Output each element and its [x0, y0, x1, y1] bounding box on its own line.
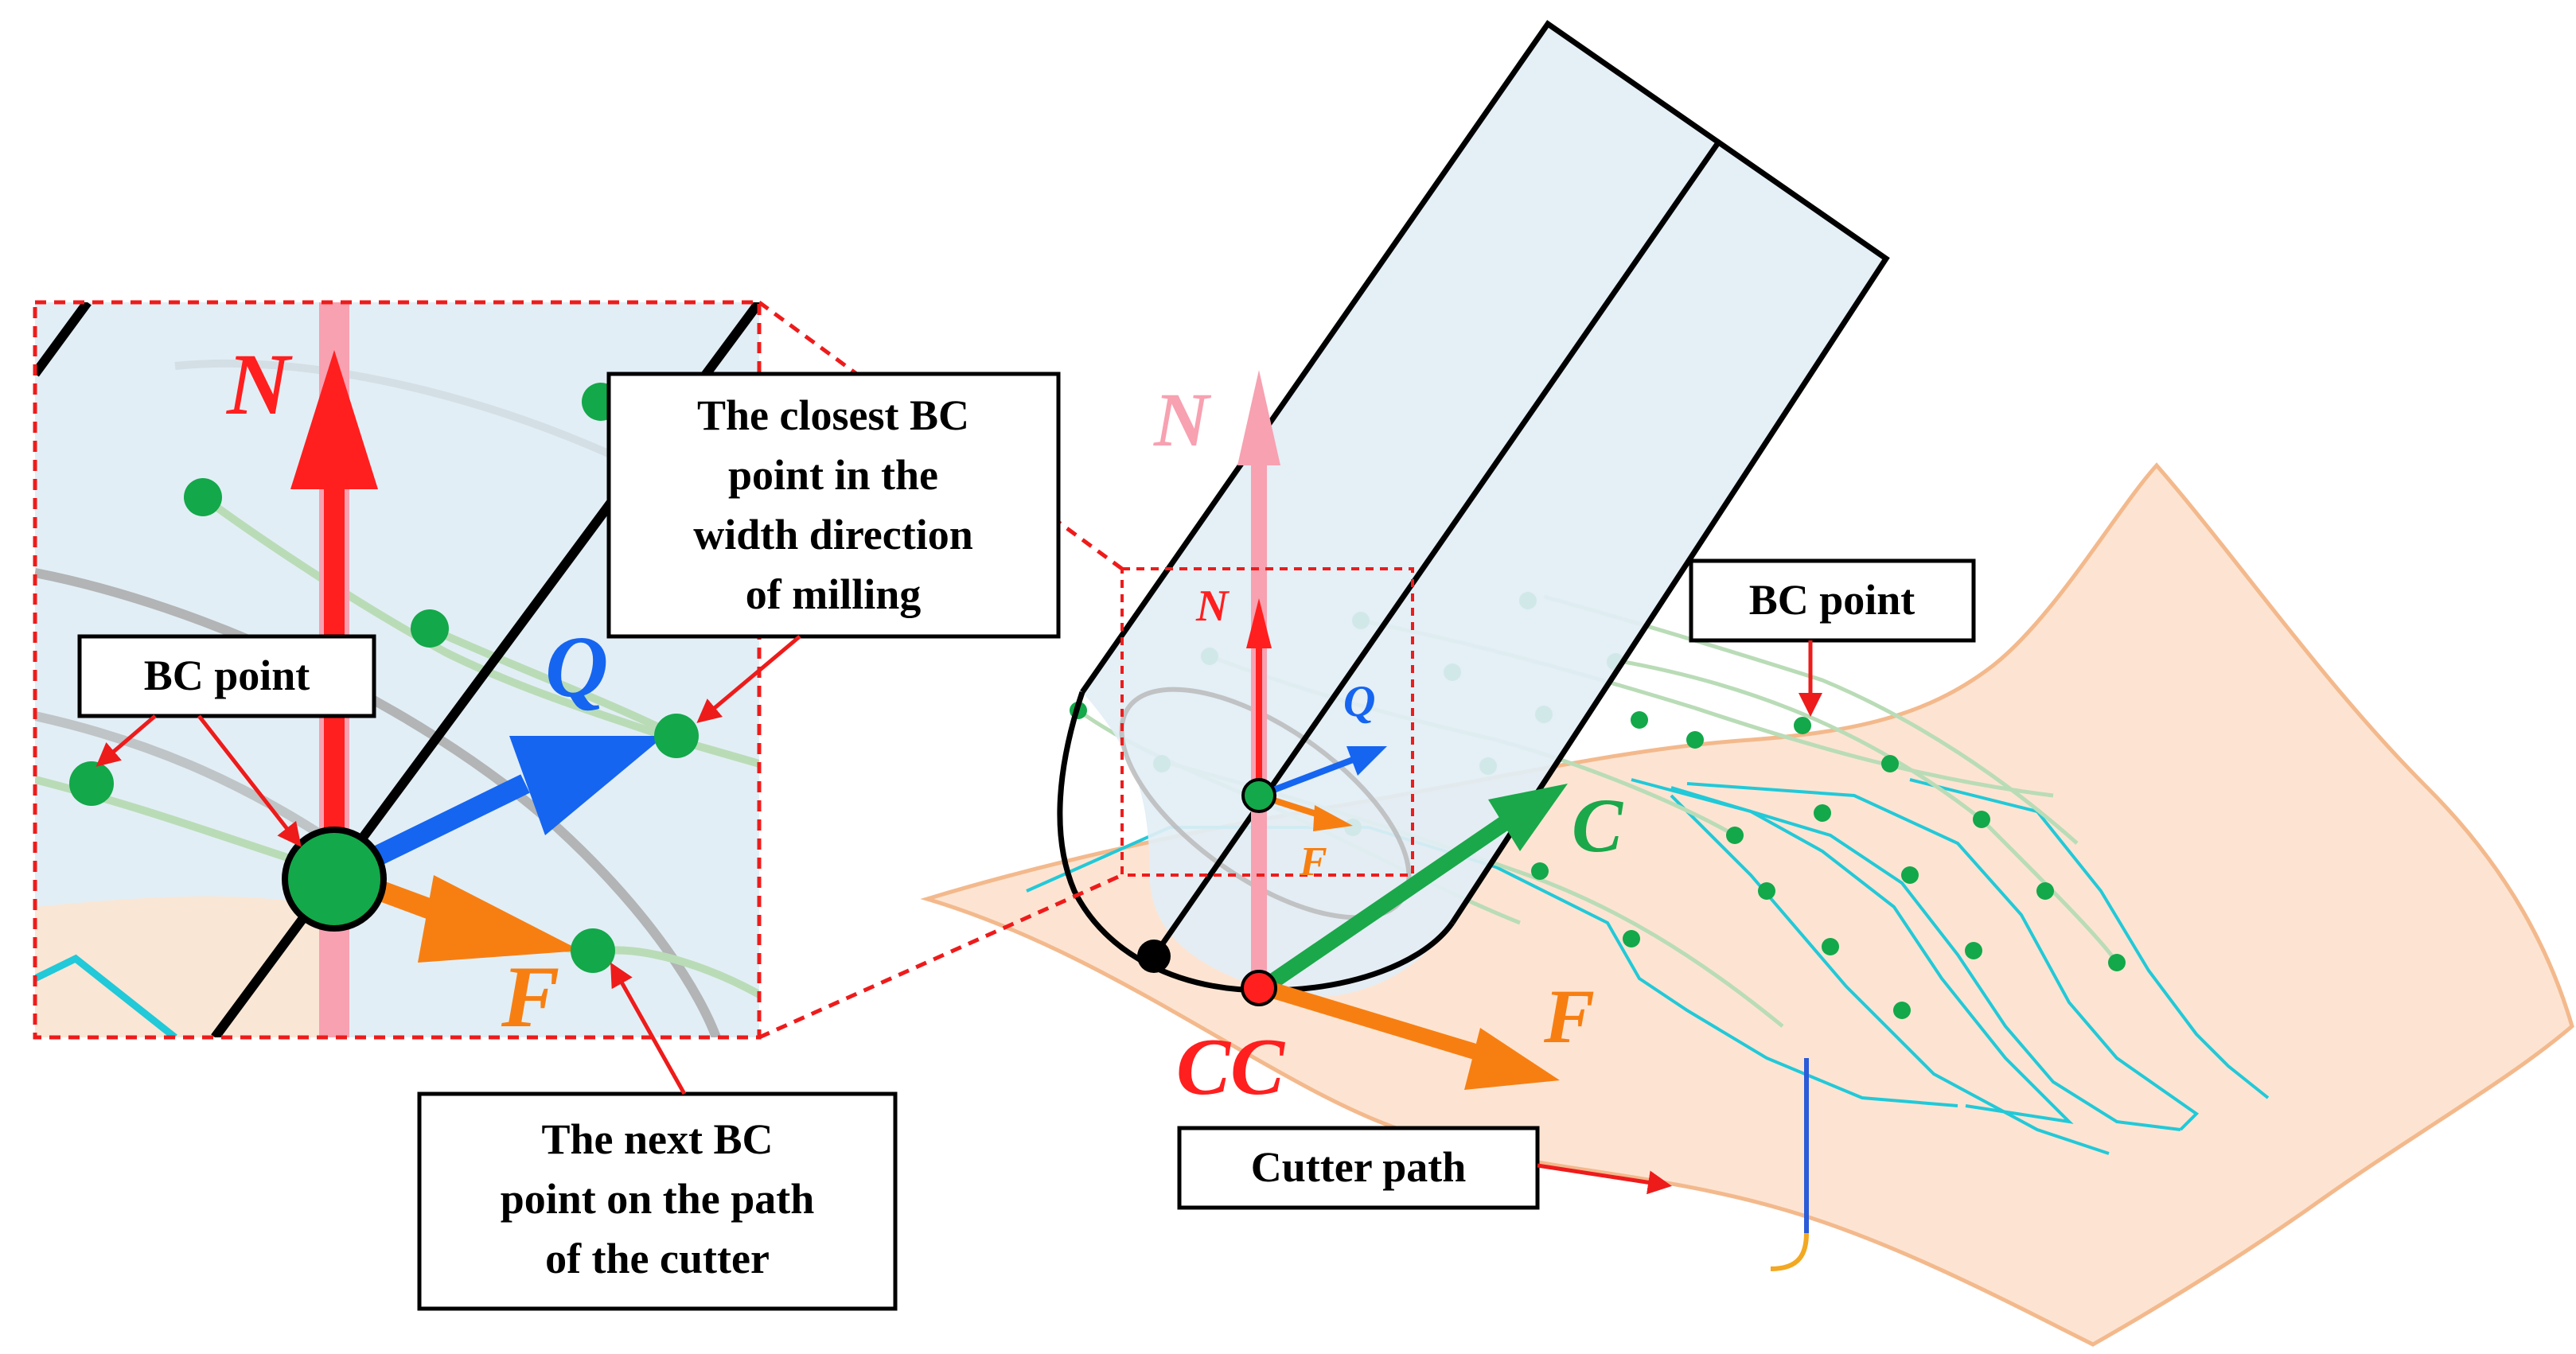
normal-label-main: N [1153, 377, 1212, 462]
contact-label: C [1572, 783, 1623, 868]
bc-point-main-callout-text: BC point [1749, 576, 1915, 624]
bc-point-center-small [1241, 778, 1276, 813]
inset-feed-label: F [501, 948, 559, 1045]
closest-bc-callout-line-3: width direction [693, 511, 973, 558]
feed-vector-small-head [1313, 805, 1353, 831]
cutter-flute-line [1152, 140, 1721, 958]
contact-vector-shaft [1261, 816, 1509, 994]
cutter-path-callout-box [1177, 1126, 1540, 1210]
q-vector-small-head [1346, 746, 1387, 776]
current-cutter-path-end [1770, 1232, 1809, 1271]
closest-bc-callout-line-4: of milling [746, 570, 922, 618]
cutter-path-line [1631, 778, 2074, 1124]
feed-vector-main-shaft [1263, 980, 1498, 1066]
closest-bc-callout-arrow [696, 635, 801, 723]
bc-point-inset-callout-arrow-right [197, 714, 302, 847]
cutter-path-line [1686, 782, 2200, 1131]
zoom-connector-bottom [758, 873, 1124, 1040]
bc-point-inset-callout-text: BC point [144, 652, 310, 699]
bc-point-inset-callout-box [77, 634, 376, 718]
closest-bc-callout-line-1: The closest BC [697, 391, 969, 439]
ball-edge-point [1137, 940, 1171, 973]
inset-normal-label: N [225, 336, 293, 433]
bc-point-inset-callout-arrow-left [95, 714, 157, 767]
next-bc-callout-line-2: point on the path [501, 1175, 815, 1223]
cutter-path-callout-arrow [1537, 1163, 1672, 1195]
closest-bc-callout-box [606, 372, 1061, 639]
cutter-tool-body [1082, 24, 1886, 998]
next-bc-callout-arrow [610, 962, 687, 1095]
zoom-region-rect [1120, 567, 1414, 877]
cutter-path-line [1670, 786, 2181, 1131]
normal-label-small: N [1195, 582, 1230, 631]
feed-label-main: F [1543, 974, 1595, 1059]
normal-vector-main-head [1237, 370, 1280, 465]
inset-q-label: Q [545, 618, 608, 715]
workpiece-surface [920, 462, 2574, 1347]
contact-vector-head [1488, 784, 1568, 851]
next-bc-callout-line-1: The next BC [541, 1115, 773, 1163]
cutter-path-line [1670, 794, 2110, 1155]
bc-point-main-callout-box [1689, 558, 1976, 643]
feed-vector-main-head [1464, 1028, 1560, 1090]
cutter-path-callout-text: Cutter path [1251, 1143, 1467, 1191]
q-label-small: Q [1343, 677, 1375, 726]
next-bc-callout-line-3: of the cutter [545, 1235, 770, 1282]
next-bc-callout-box [417, 1091, 898, 1311]
cc-label: CC [1176, 1022, 1285, 1112]
closest-bc-callout-line-2: point in the [728, 451, 938, 499]
normal-vector-small-head [1246, 598, 1272, 648]
cc-point [1241, 970, 1277, 1006]
feed-label-small: F [1299, 839, 1327, 885]
